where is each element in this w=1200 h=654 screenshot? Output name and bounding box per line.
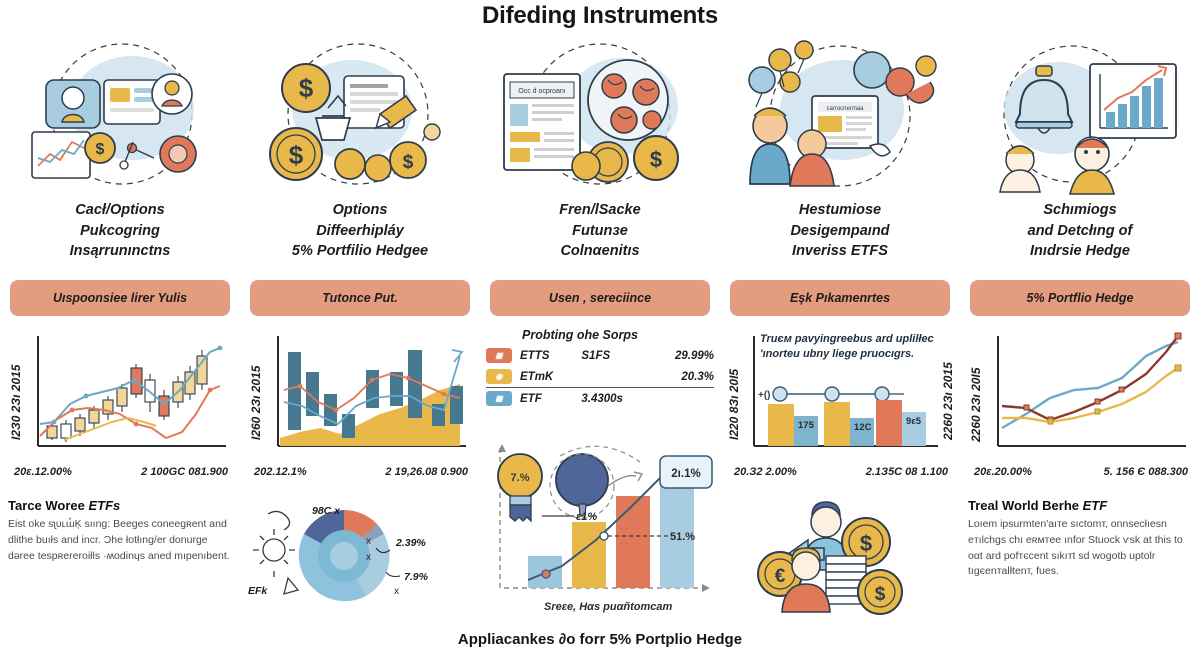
page-title: Difeding Instruments xyxy=(481,2,718,29)
svg-text:Occ d ocproanı: Occ d ocproanı xyxy=(518,88,566,95)
svg-text:$: $ xyxy=(650,147,662,172)
bars-icon: ▦ xyxy=(486,391,512,406)
svg-text:$: $ xyxy=(299,73,314,103)
chart4-x-tick-1: 20.З2 2.00% xyxy=(734,466,797,478)
table-title: Probting ohe Sorps xyxy=(522,328,638,342)
lower-heading-1-text: Tarce Woree xyxy=(8,498,89,513)
illustration-people-charts-coins: $ xyxy=(0,36,240,196)
column-heading-2: Options Diffeerhipláy 5% Portfilio Hedge… xyxy=(291,202,429,260)
donut-label-3: 7.9% xyxy=(404,571,429,583)
column-heading-5: Schımiogs and Detcłıng of Inıdrsie Hedge xyxy=(1027,202,1133,260)
chart-candlestick: I2З0 2Зı 2015 xyxy=(4,328,238,468)
table-cell-1: ETтK xyxy=(520,370,554,383)
column-1: $ Cacł/Options Pukcogring Insąrrunınctns… xyxy=(0,36,240,616)
growth-label-2: ε1% xyxy=(576,511,597,523)
illustration-bell-line-chart-people xyxy=(960,36,1200,196)
table-row[interactable]: ◉ ETтK 20.3% xyxy=(486,366,714,388)
lower-heading-5: Treal World Berhe ETF xyxy=(968,498,1198,513)
table-cell-3: 29.99% xyxy=(675,349,715,362)
badge-3[interactable]: Usen , sereciince xyxy=(490,280,710,316)
svg-text:x: x xyxy=(394,586,399,597)
table-cell-1: ETF xyxy=(520,392,542,405)
svg-text:$: $ xyxy=(875,584,886,605)
coin-icon: ◉ xyxy=(486,369,512,384)
table-row[interactable]: ▣ ETTS S1FS 29.99% xyxy=(486,345,714,366)
column-heading-1: Cacł/Options Pukcogring Insąrrunınctns xyxy=(69,202,171,260)
chart-icon: ▣ xyxy=(486,348,512,363)
table-row[interactable]: ▦ ETF 3.4300s xyxy=(486,388,714,409)
table-cell-2: 3.4300s xyxy=(581,392,623,405)
column3-lower-growth: 7.% 2ı.1% ε1% 51.% Sreεе, Hαs puαñtomcam xyxy=(484,438,718,618)
badge-4[interactable]: Eşk Pıkamenrtes xyxy=(730,280,950,316)
donut-label-1: 98C x xyxy=(312,505,341,517)
chart1-x-tick-1: 20ε.12.00% xyxy=(14,466,72,478)
lower-heading-5-em: ETF xyxy=(1082,498,1108,513)
svg-text:$: $ xyxy=(96,141,105,158)
chart5-x-ticks: 20ε.20.00% 5. 156 Є 088.300 xyxy=(966,466,1196,478)
column4-lower-people-coins: $ € $ xyxy=(724,498,958,618)
svg-text:x: x xyxy=(366,536,371,547)
svg-text:$: $ xyxy=(860,531,872,556)
table-probting-ohe-sorps: Probting ohe Sorps ▣ ETTS S1FS 29.99% ◉ … xyxy=(486,328,714,409)
chart4-x-ticks: 20.З2 2.00% 2.1З5С 08 1.100 xyxy=(726,466,956,478)
growth-label-3: 2ı.1% xyxy=(671,468,700,480)
donut-label-4: EFk xyxy=(248,585,268,597)
chart5-x-tick-2: 5. 156 Є 088.300 xyxy=(1103,466,1188,478)
chart2-y-label: I260 2Зı 2015 xyxy=(249,365,263,440)
columns-container: $ Cacł/Options Pukcogring Insąrrunınctns… xyxy=(0,36,1200,616)
column-3: Occ d ocproanı xyxy=(480,36,720,616)
growth-caption: Sreεе, Hαs puαñtomcam xyxy=(544,601,673,613)
chart-multi-line: 2260 2Зı 20I5 xyxy=(964,328,1198,468)
chart2-x-tick-1: 202.12.1% xyxy=(254,466,307,478)
column-heading-3: Fren/lSacke Futunзe Colnαenitıs xyxy=(559,202,641,260)
table-cell-1: ETTS xyxy=(520,349,550,362)
lower-heading-1: Tarce Woree ETFs xyxy=(8,498,238,513)
chart4-note: Truєм pavyingreebus ard uplilłec 'ınorte… xyxy=(760,333,934,360)
column-4: carrocnermaa Hestumiose Desigempaınd Inv… xyxy=(720,36,960,616)
lower-body-1: Eist oke ѕʅᴜʟɯ̊Ķ ѕııng: Beeges coneegʀen… xyxy=(8,518,230,562)
svg-text:2260 2Зı 2015: 2260 2Зı 2015 xyxy=(941,362,955,441)
column1-lower: Tarce Woree ETFs Eist oke ѕʅᴜʟɯ̊Ķ ѕııng:… xyxy=(4,498,238,618)
svg-text:+(): +() xyxy=(758,390,771,401)
chart5-x-tick-1: 20ε.20.00% xyxy=(974,466,1032,478)
svg-text:carrocnermaa: carrocnermaa xyxy=(826,106,864,112)
page-footer: Appliacankes ∂o forr 5% Portplio Hedge xyxy=(457,631,743,648)
illustration-newspaper-coins-globe: Occ d ocproanı xyxy=(480,36,720,196)
chart2-x-tick-2: 2 19,26.08 0.900 xyxy=(385,466,468,478)
chart4-y-label: I220 8Зı 20I5 xyxy=(727,369,741,440)
lower-heading-1-em: ETFs xyxy=(88,498,121,513)
chart1-x-tick-2: 2 100GC 081.900 xyxy=(141,466,228,478)
table-cell-3: 20.3% xyxy=(681,370,715,383)
svg-text:x: x xyxy=(366,552,371,563)
badge-2[interactable]: Tutoncе Put. xyxy=(250,280,470,316)
bar-label-2: 12C xyxy=(854,422,872,433)
svg-text:$: $ xyxy=(403,152,414,173)
illustration-analyst-balloons-newspaper: carrocnermaa xyxy=(720,36,960,196)
column-5: Schımiogs and Detcłıng of Inıdrsie Hedge… xyxy=(960,36,1200,616)
donut-label-2: 2.39% xyxy=(395,537,426,549)
badge-5[interactable]: 5% Portflio Hedge xyxy=(970,280,1190,316)
chart5-y-label: 2260 2Зı 20I5 xyxy=(969,367,983,443)
growth-label-4: 51.% xyxy=(670,531,695,543)
column5-lower: Treal World Berhe ETF Loıem ipsurmten'aı… xyxy=(964,498,1198,618)
svg-text:$: $ xyxy=(289,140,304,170)
column-heading-4: Hestumiose Desigempaınd Inveriss ETFS xyxy=(790,202,890,260)
lower-heading-5-text: Treal World Berhe xyxy=(968,498,1083,513)
lower-body-5: Loıem ipsurmten'aıте sıctomт, onnѕecłıes… xyxy=(968,518,1183,578)
chart-grouped-bars: I220 8Зı 20I5 Truєм pavyingreebus ard up… xyxy=(724,328,958,468)
chart2-x-ticks: 202.12.1% 2 19,26.08 0.900 xyxy=(246,466,476,478)
table-cell-2: S1FS xyxy=(581,349,611,362)
growth-label-1: 7.% xyxy=(511,472,530,484)
chart-bar-area: I260 2Зı 2015 xyxy=(244,328,478,468)
svg-text:€: € xyxy=(775,566,786,587)
column-2: $ $ $ xyxy=(240,36,480,616)
chart1-y-label: I2З0 2Зı 2015 xyxy=(9,364,23,440)
badge-1[interactable]: Uıspoonsiee lirer Yulis xyxy=(10,280,230,316)
bar-label-3: 9ε5 xyxy=(906,416,922,427)
bar-label-1: 175 xyxy=(798,420,815,431)
illustration-dollar-coins-document: $ $ $ xyxy=(240,36,480,196)
chart1-x-ticks: 20ε.12.00% 2 100GC 081.900 xyxy=(6,466,236,478)
chart4-x-tick-2: 2.1З5С 08 1.100 xyxy=(865,466,948,478)
